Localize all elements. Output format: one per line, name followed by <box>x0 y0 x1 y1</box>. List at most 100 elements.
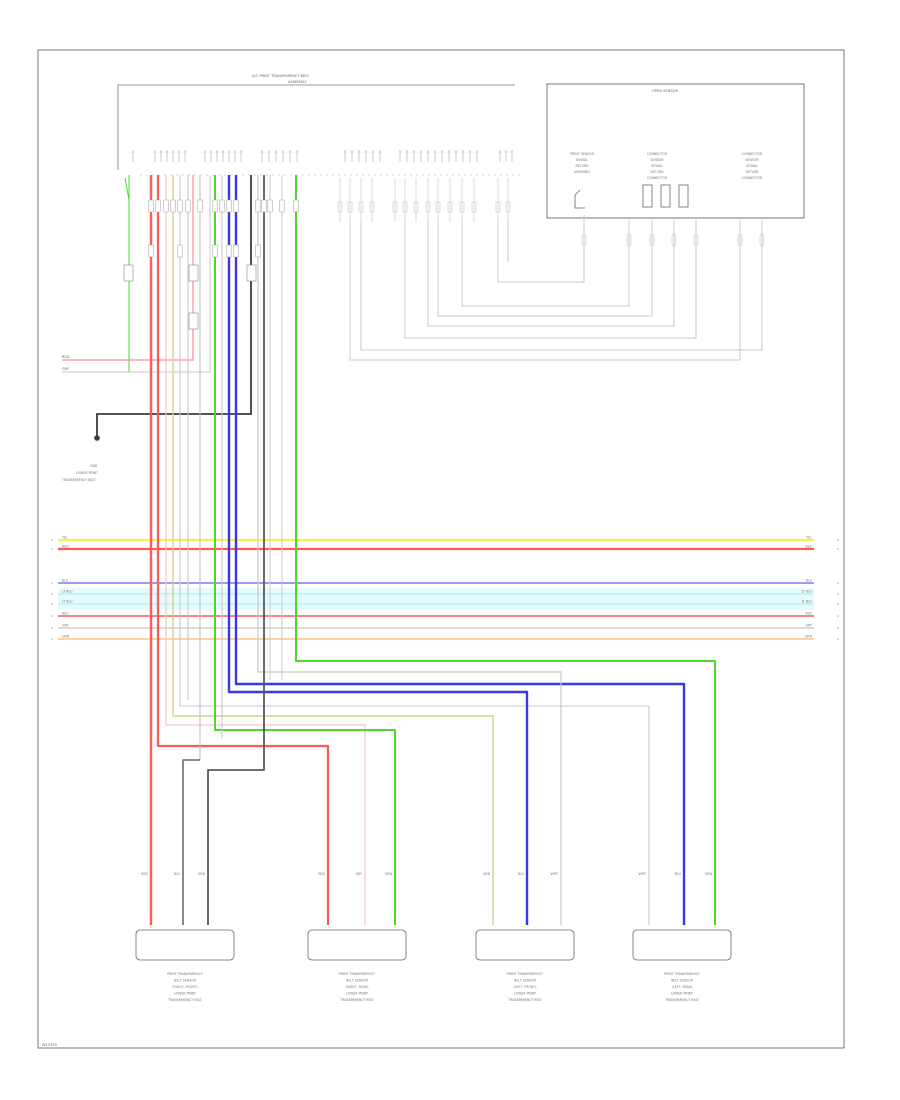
right-module-label: SENSOR <box>745 158 759 162</box>
module-pin-connector <box>495 201 501 213</box>
module-pin-connector <box>435 201 441 213</box>
bus-highlight <box>58 588 814 610</box>
harness-wire <box>179 175 650 925</box>
bus-terminal <box>51 582 53 584</box>
wire-green-sensor4 <box>295 175 716 925</box>
bus-terminal <box>51 638 53 640</box>
right-module-label: PRINT SENSOR <box>570 152 594 156</box>
bus-label-right: LT BLU <box>802 600 813 604</box>
harness-connector <box>293 199 299 213</box>
module-return-wires <box>349 215 763 361</box>
harness-wire <box>257 175 562 925</box>
ground-label-line3: TRANSPARENCY BELT <box>61 478 96 482</box>
module-pin-connector <box>369 201 375 213</box>
bus-label-left: LT BLU <box>62 590 73 594</box>
bus-label-left: BLU <box>62 579 69 583</box>
right-module-label: SIGNAL <box>576 158 588 162</box>
bus-label-right: RED <box>805 612 812 616</box>
right-module-label: RETURN <box>745 170 759 174</box>
harness-wire <box>165 175 366 925</box>
right-module-label: CONNECTOR <box>647 152 668 156</box>
harness-splice <box>148 244 154 258</box>
bus-terminal <box>837 548 839 550</box>
sensor-caption: PRINT TRANSPARENCY <box>339 972 375 976</box>
bus-label-left: GRY <box>62 624 68 628</box>
harness-connector <box>170 199 176 213</box>
sensor-wire-label: RED <box>318 872 325 876</box>
wire-red-sensor2 <box>156 175 330 925</box>
harness-connector <box>267 199 273 213</box>
module-pin-connector <box>358 201 364 213</box>
bus-terminal <box>837 627 839 629</box>
open-sensor-module: OPEN SENSOR PRINT SENSORSIGNALRETURNASSE… <box>546 83 805 219</box>
ground-label-line1: GND <box>90 464 98 468</box>
bus-label-right: YEL <box>806 536 812 540</box>
bus-terminal <box>837 582 839 584</box>
module-pin-connector <box>425 201 431 213</box>
diagram-frame <box>37 49 845 1049</box>
harness-splice <box>255 244 261 258</box>
bus-label-left: ORN <box>62 635 70 639</box>
right-module-label: CONNECTOR <box>742 152 763 156</box>
bus-label-left: RED <box>62 612 69 616</box>
bus-terminal <box>837 593 839 595</box>
bus-terminal <box>837 539 839 541</box>
sensor-caption: (RIGHT, REAR) <box>345 985 368 989</box>
module-pin-connector <box>459 201 465 213</box>
sensor-wire-label: BLU <box>518 872 525 876</box>
sensor-connector-body <box>632 929 732 961</box>
ground-label-line2: LOWER PRINT <box>76 471 98 475</box>
bus-label-right: LT BLU <box>802 590 813 594</box>
sensor-caption: BELT SENSOR <box>671 979 693 983</box>
sensor-caption: BELT SENSOR <box>174 979 196 983</box>
connector-pins <box>131 150 765 250</box>
sensor-caption: LOWER PRINT <box>174 992 196 996</box>
harness-splice <box>233 244 239 258</box>
bus-terminal <box>51 603 53 605</box>
harness-wire <box>124 177 130 201</box>
module-pin-connector <box>505 201 511 213</box>
sensor-caption: PRINT TRANSPARENCY <box>664 972 700 976</box>
harness-connector <box>177 199 183 213</box>
sensor-wire-label: WHT <box>639 872 647 876</box>
harness-connector <box>185 199 191 213</box>
module-pin-connector <box>392 201 398 213</box>
sensor-wire-label: GRN <box>385 872 393 876</box>
sensor-caption: LOWER PRINT <box>671 992 693 996</box>
module-subtitle: ASSEMBLY <box>288 80 307 84</box>
left-wire-label-red: RED <box>62 355 70 359</box>
sensor-caption: (LEFT, FRONT) <box>514 985 537 989</box>
ground-icon <box>94 435 100 441</box>
sensor-caption: LOWER PRINT <box>514 992 536 996</box>
sensor-wire-label: WHT <box>551 872 559 876</box>
left-wire-group: RED GRY GND LOWER PRINT TRANSPARENCY BEL… <box>61 175 257 482</box>
bus-label-right: GRY <box>806 624 812 628</box>
sensor-caption: PRINT TRANSPARENCY <box>167 972 203 976</box>
harness-connector <box>279 199 285 213</box>
bus-label-right: BLU <box>806 579 813 583</box>
module-connector-block: A/C PRINT TRANSPARENCY BELT ASSEMBLY <box>117 74 515 170</box>
right-module-label: RETURN <box>650 170 664 174</box>
sensor-wire-label: BLU <box>174 872 181 876</box>
sensor-caption: (LEFT, REAR) <box>672 985 693 989</box>
bus-terminal <box>51 548 53 550</box>
sensor-caption: TRANSPARENCY BELT <box>339 998 374 1002</box>
sensor-connector-body <box>135 929 235 961</box>
module-pin-connector <box>337 201 343 213</box>
module-pin-connector <box>347 201 353 213</box>
harness-splice <box>177 244 183 258</box>
sensor-caption: TRANSPARENCY BELT <box>664 998 699 1002</box>
bus-terminal <box>51 627 53 629</box>
sensor-wire-label: GRN <box>705 872 713 876</box>
module-title: A/C PRINT TRANSPARENCY BELT <box>252 74 310 78</box>
sensor-harness <box>124 175 716 925</box>
right-module-label: CONNECTOR <box>742 176 763 180</box>
bus-terminal <box>51 539 53 541</box>
harness-connector <box>261 199 267 213</box>
wire-green-sensor2 <box>214 175 396 925</box>
sensor-wire-label: GRY <box>356 872 362 876</box>
wire-blue-sensor3 <box>227 175 529 925</box>
